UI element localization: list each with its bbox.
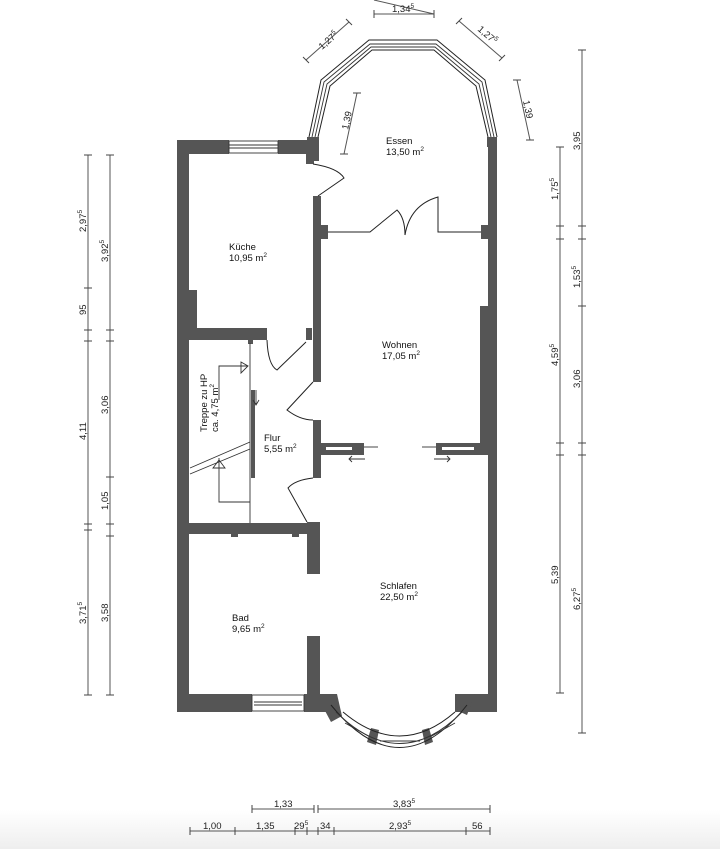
svg-text:Bad: Bad	[232, 613, 249, 624]
svg-text:95: 95	[78, 304, 89, 315]
svg-text:5,39: 5,39	[550, 566, 561, 585]
windows	[228, 39, 498, 748]
slide-arrow-right	[434, 455, 451, 463]
svg-text:Treppe zu HP: Treppe zu HP	[199, 374, 210, 432]
wall-flur-bad-notch-l	[231, 530, 238, 537]
bay-post-left	[316, 694, 342, 722]
svg-text:3,835: 3,835	[393, 798, 416, 810]
svg-text:1,345: 1,345	[392, 3, 415, 15]
svg-text:3,58: 3,58	[100, 604, 111, 623]
stairs	[189, 343, 260, 523]
stair-post-top	[248, 338, 253, 344]
slide-arrow-left	[348, 455, 365, 463]
room-treppe: Treppe zu HP ca. 4,75 m2	[199, 374, 221, 432]
bay-post-right	[455, 694, 475, 715]
svg-text:4,595: 4,595	[549, 344, 561, 367]
room-labels: Essen 13,50 m2 Küche 10,95 m2 Wohnen 17,…	[199, 136, 424, 635]
svg-text:Essen: Essen	[386, 136, 412, 147]
svg-text:3,715: 3,715	[77, 602, 89, 625]
svg-text:56: 56	[472, 821, 483, 832]
pilaster-left	[318, 225, 328, 239]
svg-text:13,50 m2: 13,50 m2	[386, 146, 424, 158]
svg-text:ca. 4,75 m2: ca. 4,75 m2	[209, 384, 221, 432]
svg-text:3,06: 3,06	[572, 370, 583, 389]
wall-flur-bad-notch-r	[292, 530, 299, 537]
door-flur-wohnen	[286, 381, 314, 421]
svg-text:1,00: 1,00	[203, 821, 222, 832]
svg-text:Flur: Flur	[264, 433, 280, 444]
svg-text:3,95: 3,95	[572, 132, 583, 151]
room-bad: Bad 9,65 m2	[232, 613, 265, 635]
stair-rail	[251, 390, 255, 478]
svg-text:3,925: 3,925	[99, 240, 111, 263]
svg-text:22,50 m2: 22,50 m2	[380, 591, 418, 603]
svg-text:Wohnen: Wohnen	[382, 340, 417, 351]
room-wohnen: Wohnen 17,05 m2	[382, 340, 420, 362]
svg-text:1,39: 1,39	[340, 110, 355, 130]
wall-central-upper	[313, 196, 321, 382]
bay-mullion-right	[422, 728, 433, 745]
room-kueche: Küche 10,95 m2	[229, 242, 267, 264]
room-essen: Essen 13,50 m2	[386, 136, 424, 158]
door-kueche-essen	[312, 163, 345, 197]
wall-bad-schlafen	[307, 636, 320, 712]
wall-kueche-top-right	[278, 140, 310, 154]
svg-text:4,11: 4,11	[78, 422, 89, 440]
wall-kueche-top-left	[177, 140, 229, 154]
svg-text:1,05: 1,05	[100, 492, 111, 511]
svg-text:1,33: 1,33	[274, 799, 293, 810]
door-essen-wohnen-left	[328, 209, 406, 236]
svg-text:5,55 m2: 5,55 m2	[264, 443, 297, 455]
room-schlafen: Schlafen 22,50 m2	[380, 581, 418, 603]
wall-kueche-flur	[189, 328, 267, 340]
window-bad	[251, 694, 305, 712]
svg-text:Küche: Küche	[229, 242, 256, 253]
svg-text:2,975: 2,975	[77, 210, 89, 233]
svg-text:1,755: 1,755	[549, 178, 561, 201]
room-flur: Flur 5,55 m2	[264, 433, 297, 455]
door-flur-kueche	[266, 339, 307, 371]
wall-flur-bad	[189, 523, 317, 534]
svg-text:1,535: 1,535	[571, 266, 583, 289]
doors	[266, 163, 481, 523]
svg-text:295: 295	[294, 820, 309, 832]
pilaster-right	[481, 225, 491, 239]
svg-text:6,275: 6,275	[571, 588, 583, 611]
svg-text:1,39: 1,39	[520, 99, 535, 119]
wall-bottom-left	[177, 694, 252, 712]
wall-left-pier	[177, 290, 197, 338]
wall-flur-door-jamb	[306, 328, 312, 340]
svg-text:10,95 m2: 10,95 m2	[229, 252, 267, 264]
svg-text:3,06: 3,06	[100, 396, 111, 415]
wall-left-outer	[177, 140, 189, 712]
window-essen-bay	[308, 39, 498, 138]
wall-central-lower	[307, 522, 320, 574]
svg-text:2,935: 2,935	[389, 820, 412, 832]
door-essen-wohnen-right	[404, 196, 481, 236]
window-schlafen-bay	[330, 704, 468, 748]
dim-left-outer: 2,975 95 4,11 3,715	[77, 154, 92, 696]
dim-bottom-upper: 1,33 3,835	[251, 798, 491, 813]
walls	[177, 137, 497, 745]
svg-text:Schlafen: Schlafen	[380, 581, 417, 592]
stair-direction-arrow	[252, 390, 260, 406]
bay-top-stub-left	[307, 137, 319, 161]
dim-right-outer: 3,95 1,535 3,06 6,275	[571, 49, 586, 734]
dim-bottom-lower: 1,00 1,35 295 34 2,935 56	[189, 820, 491, 835]
dim-bay-top: 1,345 1,275 1,275 1,39 1,39	[302, 0, 535, 155]
svg-text:1,35: 1,35	[256, 821, 275, 832]
wall-right-thick	[480, 306, 497, 450]
dim-right-inner: 1,755 4,595 5,39	[549, 146, 564, 694]
dim-left-inner: 3,925 3,06 1,05 3,58	[99, 154, 114, 696]
svg-text:9,65 m2: 9,65 m2	[232, 623, 265, 635]
bay-top-stub-right	[487, 137, 497, 147]
door-flur-schlafen	[287, 477, 314, 523]
svg-text:17,05 m2: 17,05 m2	[382, 350, 420, 362]
svg-text:34: 34	[320, 821, 331, 832]
slide-pocket-right	[442, 447, 474, 450]
slide-pocket-left	[326, 447, 352, 450]
wall-central-mid	[313, 420, 321, 478]
svg-text:1,275: 1,275	[475, 23, 500, 47]
window-kueche	[228, 140, 279, 154]
